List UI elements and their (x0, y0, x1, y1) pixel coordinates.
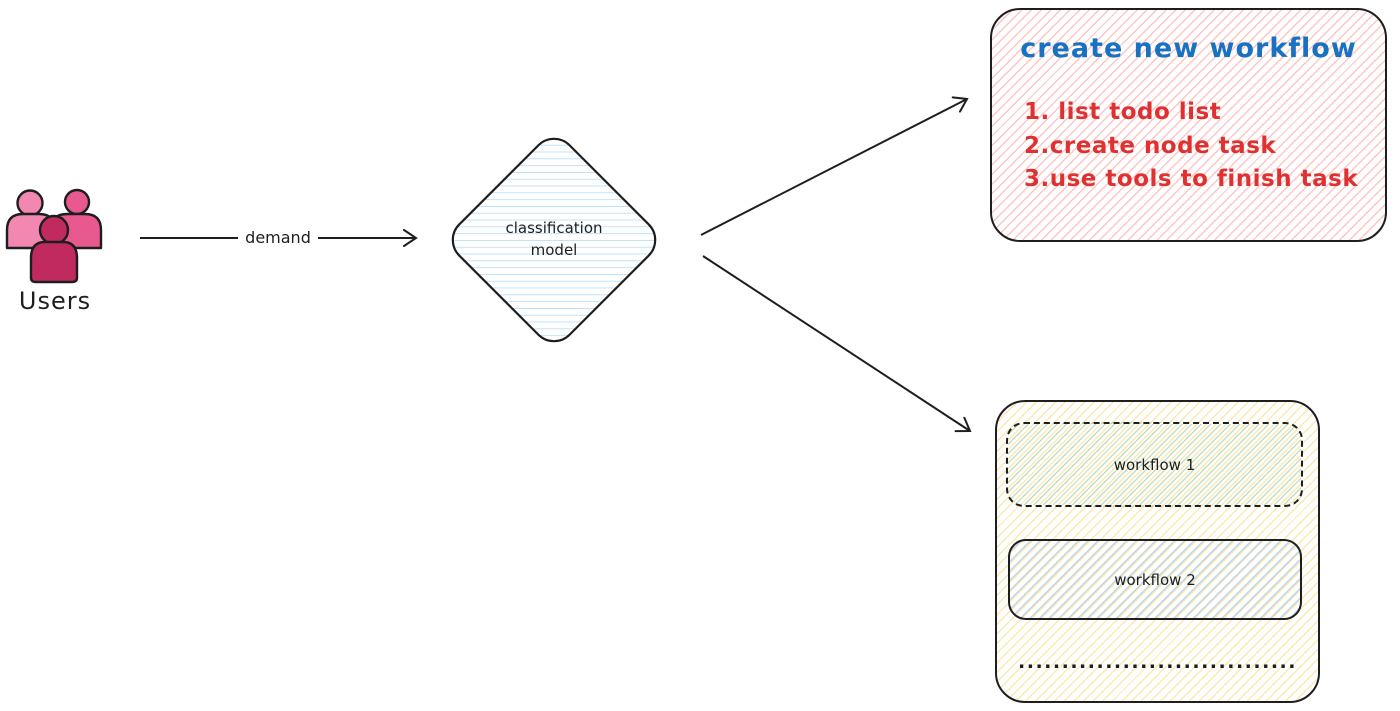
users-icon (5, 188, 103, 284)
existing-workflows-box: workflow 1 workflow 2 ..................… (995, 400, 1320, 703)
workflow-1-label: workflow 1 (1113, 455, 1196, 474)
more-workflows-ellipsis: ................................ (1018, 651, 1297, 673)
workflow-step-1: 1. list todo list (1024, 99, 1222, 125)
arrow-to-existing-workflows (702, 255, 972, 433)
workflow-1-node: workflow 1 (1006, 422, 1303, 507)
demand-arrow-label: demand (238, 224, 318, 250)
users-label: Users (18, 287, 92, 315)
workflow-step-3: 3.use tools to finish task (1024, 166, 1359, 192)
diamond-shape (451, 137, 657, 343)
classification-model-node: classification model (436, 128, 672, 352)
create-workflow-box: create new workflow 1. list todo list 2.… (990, 8, 1387, 242)
arrow-to-create-workflow (700, 96, 969, 236)
create-workflow-steps: 1. list todo list 2.create node task 3.u… (992, 96, 1385, 197)
workflow-2-node: workflow 2 (1008, 539, 1302, 620)
workflow-step-2: 2.create node task (1024, 132, 1277, 159)
workflow-2-label: workflow 2 (1114, 570, 1196, 589)
classification-model-label: classification model (505, 219, 603, 259)
create-workflow-title: create new workflow (1020, 33, 1357, 64)
